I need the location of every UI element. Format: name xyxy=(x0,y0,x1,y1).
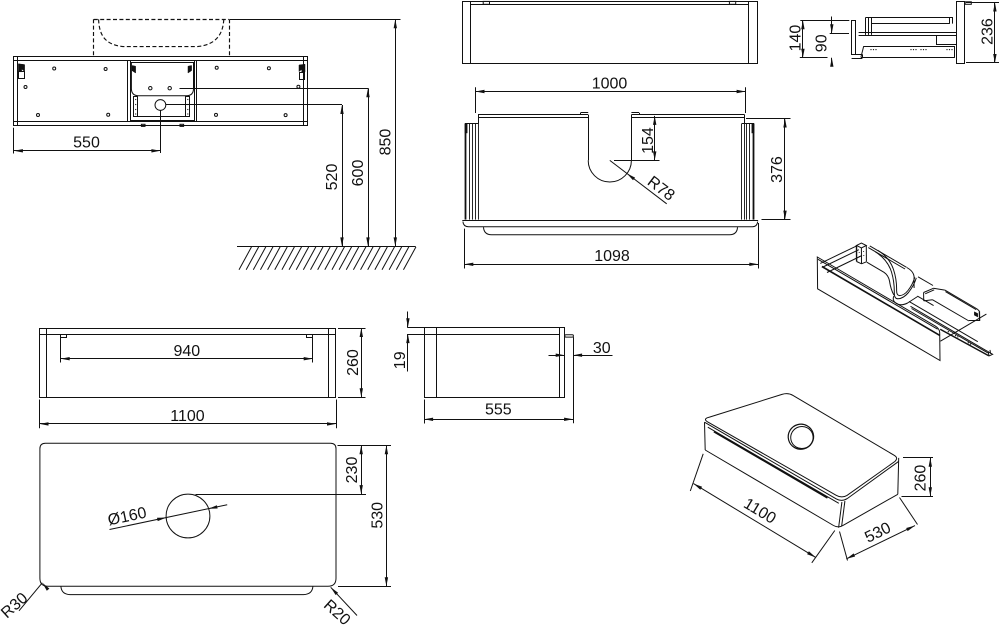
svg-text:236: 236 xyxy=(980,18,997,45)
svg-text:19: 19 xyxy=(392,351,409,369)
svg-text:260: 260 xyxy=(345,349,362,376)
svg-text:600: 600 xyxy=(350,160,367,187)
svg-text:260: 260 xyxy=(913,465,930,492)
svg-text:555: 555 xyxy=(485,402,512,419)
svg-text:850: 850 xyxy=(378,129,395,156)
svg-text:90: 90 xyxy=(814,34,831,52)
svg-text:140: 140 xyxy=(788,25,805,52)
svg-text:1000: 1000 xyxy=(592,76,628,93)
svg-text:30: 30 xyxy=(593,340,611,357)
svg-text:230: 230 xyxy=(344,457,361,484)
svg-text:550: 550 xyxy=(73,135,100,152)
svg-text:1100: 1100 xyxy=(170,408,205,425)
svg-text:940: 940 xyxy=(173,343,200,360)
svg-text:520: 520 xyxy=(324,164,341,191)
svg-text:530: 530 xyxy=(369,502,386,529)
svg-text:376: 376 xyxy=(769,156,786,183)
svg-text:154: 154 xyxy=(640,127,657,154)
svg-text:1098: 1098 xyxy=(594,248,630,265)
